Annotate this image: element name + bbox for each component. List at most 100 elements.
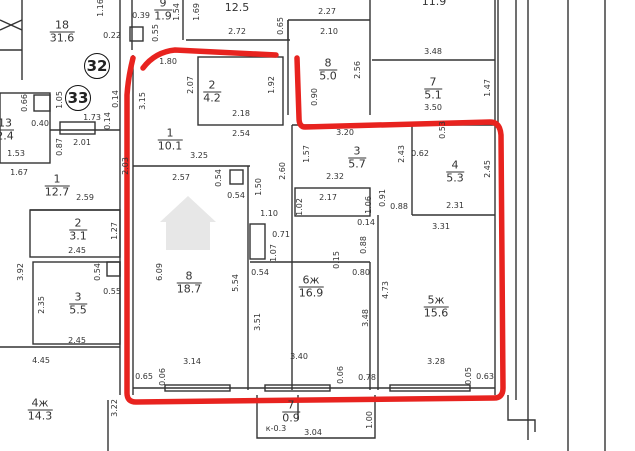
dimension-label: 2.32 (326, 172, 344, 181)
dimension-label: 3.22 (110, 399, 119, 417)
room-number: 5ж (423, 294, 449, 308)
dimension-label: 2.43 (397, 145, 406, 163)
dimension-label: 1.10 (260, 209, 278, 218)
dimension-label: 0.14 (357, 218, 375, 227)
dimension-label: 2.59 (76, 193, 94, 202)
room-area: 31.6 (49, 31, 75, 45)
dimension-label: 0.14 (103, 112, 112, 130)
room-area: 18.7 (176, 282, 202, 296)
dimension-label: 1.67 (10, 168, 28, 177)
room-number: 3 (69, 291, 87, 305)
dimension-label: 1.02 (295, 198, 304, 216)
dimension-label: 1.07 (269, 244, 278, 262)
dimension-label: 2.10 (320, 27, 338, 36)
dimension-label: 1.06 (364, 196, 373, 214)
dimension-label: 0.54 (251, 268, 269, 277)
dimension-label: 3.15 (138, 92, 147, 110)
room-number: 9 (154, 0, 172, 11)
dimension-label: к-0.3 (265, 424, 287, 433)
dimension-label: 2.60 (278, 162, 287, 180)
dimension-label: 2.17 (319, 193, 337, 202)
dimension-label: 1.00 (365, 411, 374, 429)
dimension-label: 0.14 (111, 90, 120, 108)
dimension-label: 1.73 (83, 113, 101, 122)
dimension-label: 0.65 (276, 17, 285, 35)
dimension-label: 0.88 (390, 202, 408, 211)
dimension-label: 2.54 (232, 129, 250, 138)
room-number: 13 (0, 117, 14, 131)
dimension-label: 1.50 (254, 178, 263, 196)
room-label: 12.5 (225, 2, 250, 14)
dimension-label: 3.28 (427, 357, 445, 366)
dimension-label: 1.54 (172, 3, 181, 21)
room-number: 6ж (298, 274, 324, 288)
dimension-label: 1.57 (302, 145, 311, 163)
dimension-label: 0.54 (227, 191, 245, 200)
watermark-logo (160, 196, 216, 250)
dimension-label: 0.53 (438, 121, 447, 139)
room-area: 1.9 (154, 9, 172, 23)
dimension-label: 2.45 (68, 336, 86, 345)
dimension-label: 4.73 (381, 281, 390, 299)
dimension-label: 1.16 (96, 0, 105, 17)
dimension-label: 1.05 (55, 91, 64, 109)
dimension-label: 3.50 (424, 103, 442, 112)
room-area: 0.9 (282, 411, 300, 425)
dimension-label: 0.71 (272, 230, 290, 239)
walls (0, 0, 606, 451)
dimension-label: 0.40 (31, 119, 49, 128)
dimension-label: 3.40 (290, 352, 308, 361)
room-label: 132.4 (0, 117, 14, 143)
room-area: 16.9 (298, 286, 324, 300)
dimension-label: 0.06 (336, 366, 345, 384)
room-area: 4.2 (203, 91, 221, 105)
dimension-label: 2.18 (232, 109, 250, 118)
room-number: 2 (203, 79, 221, 93)
dimension-label: 0.62 (411, 149, 429, 158)
dimension-label: 0.80 (352, 268, 370, 277)
dimension-label: 3.20 (336, 128, 354, 137)
room-area: 5.0 (319, 69, 337, 83)
dimension-label: 3.25 (190, 151, 208, 160)
dimension-label: 3.48 (361, 309, 370, 327)
room-area: 5.7 (348, 157, 366, 171)
dimension-label: 0.91 (378, 189, 387, 207)
dimension-label: 0.88 (359, 236, 368, 254)
dimension-label: 1.53 (7, 149, 25, 158)
room-area: 14.3 (27, 409, 53, 423)
room-area: 11.9 (421, 0, 447, 8)
room-area: 15.6 (423, 306, 449, 320)
dimension-label: 5.54 (231, 274, 240, 292)
dimension-label: 1.80 (159, 57, 177, 66)
dimension-label: 1.27 (110, 222, 119, 240)
dimension-label: 3.92 (16, 263, 25, 281)
dimension-label: 0.39 (132, 11, 150, 20)
room-number: 1 (44, 173, 70, 187)
room-number: 8 (319, 57, 337, 71)
dimension-label: 0.63 (476, 372, 494, 381)
dimension-label: 2.45 (68, 246, 86, 255)
room-number: 3 (348, 145, 366, 159)
dimension-label: 2.31 (446, 201, 464, 210)
room-number: 1 (157, 127, 183, 141)
dimension-label: 4.45 (32, 356, 50, 365)
room-number: 18 (49, 19, 75, 33)
room-number: 4ж (27, 397, 53, 411)
dimension-label: 0.54 (93, 263, 102, 281)
dimension-label: 0.87 (55, 138, 64, 156)
dimension-label: 3.31 (432, 222, 450, 231)
dimension-label: 0.90 (310, 88, 319, 106)
dimension-label: 1.47 (483, 79, 492, 97)
